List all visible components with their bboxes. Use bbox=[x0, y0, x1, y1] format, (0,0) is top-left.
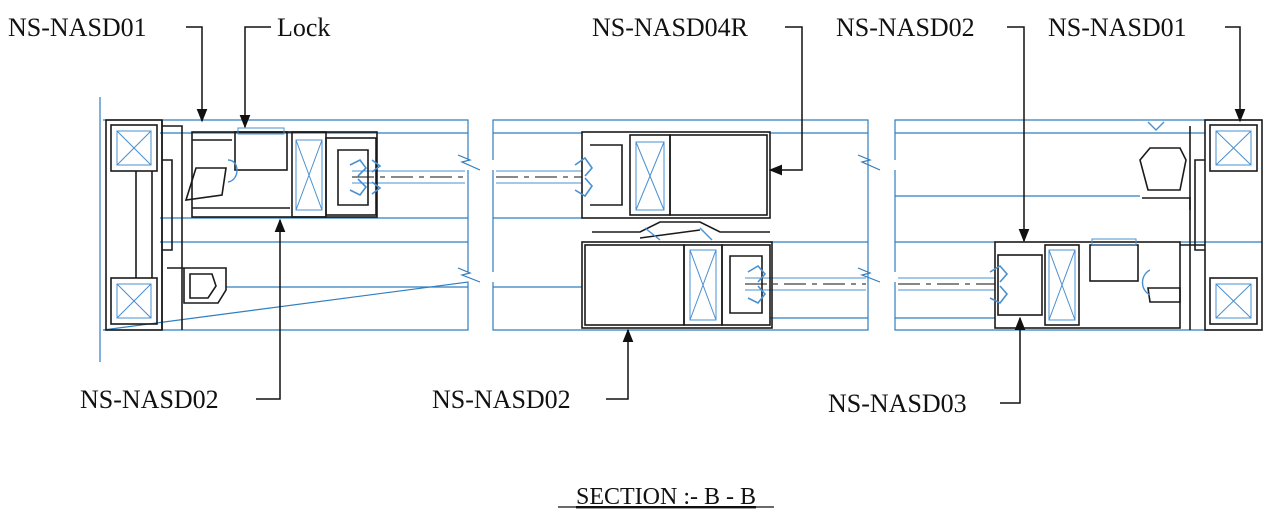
left-sash-profile bbox=[167, 131, 378, 304]
label-interlock: NS-NASD04R bbox=[592, 13, 749, 42]
leader-bottom-left-sash bbox=[256, 218, 286, 400]
glass-centre-lines bbox=[352, 176, 995, 285]
label-bottom-mid-sash: NS-NASD02 bbox=[432, 385, 571, 414]
interlock-profile bbox=[581, 131, 773, 329]
left-sash-insulation bbox=[227, 127, 382, 211]
leader-top-left-frame bbox=[186, 26, 208, 123]
label-bottom-right-sash: NS-NASD03 bbox=[828, 389, 967, 418]
interlock-insulation bbox=[574, 141, 767, 321]
glass-panes bbox=[352, 170, 995, 291]
label-bottom-left-sash: NS-NASD02 bbox=[80, 385, 219, 414]
label-lock: Lock bbox=[277, 13, 330, 42]
right-outer-frame bbox=[1189, 119, 1263, 331]
bay-outlines bbox=[99, 97, 1262, 362]
leader-lock bbox=[239, 26, 271, 129]
leader-lines bbox=[186, 26, 1246, 404]
left-outer-frame bbox=[105, 119, 183, 331]
label-top-right-frame: NS-NASD01 bbox=[1048, 13, 1187, 42]
left-frame-insulation bbox=[116, 130, 152, 319]
label-top-right-sash: NS-NASD02 bbox=[836, 13, 975, 42]
leader-bottom-mid-sash bbox=[606, 328, 634, 400]
leader-top-right-frame bbox=[1225, 26, 1246, 123]
right-sash-profile bbox=[994, 147, 1205, 329]
leader-interlock bbox=[768, 26, 803, 176]
section-title: SECTION :- B - B bbox=[576, 484, 756, 509]
right-sash-insulation bbox=[989, 238, 1151, 321]
label-top-left-frame: NS-NASD01 bbox=[8, 13, 147, 42]
leader-bottom-right-sash bbox=[1000, 316, 1026, 404]
leader-top-right-sash bbox=[1007, 26, 1030, 243]
right-frame-insulation bbox=[1147, 121, 1252, 319]
